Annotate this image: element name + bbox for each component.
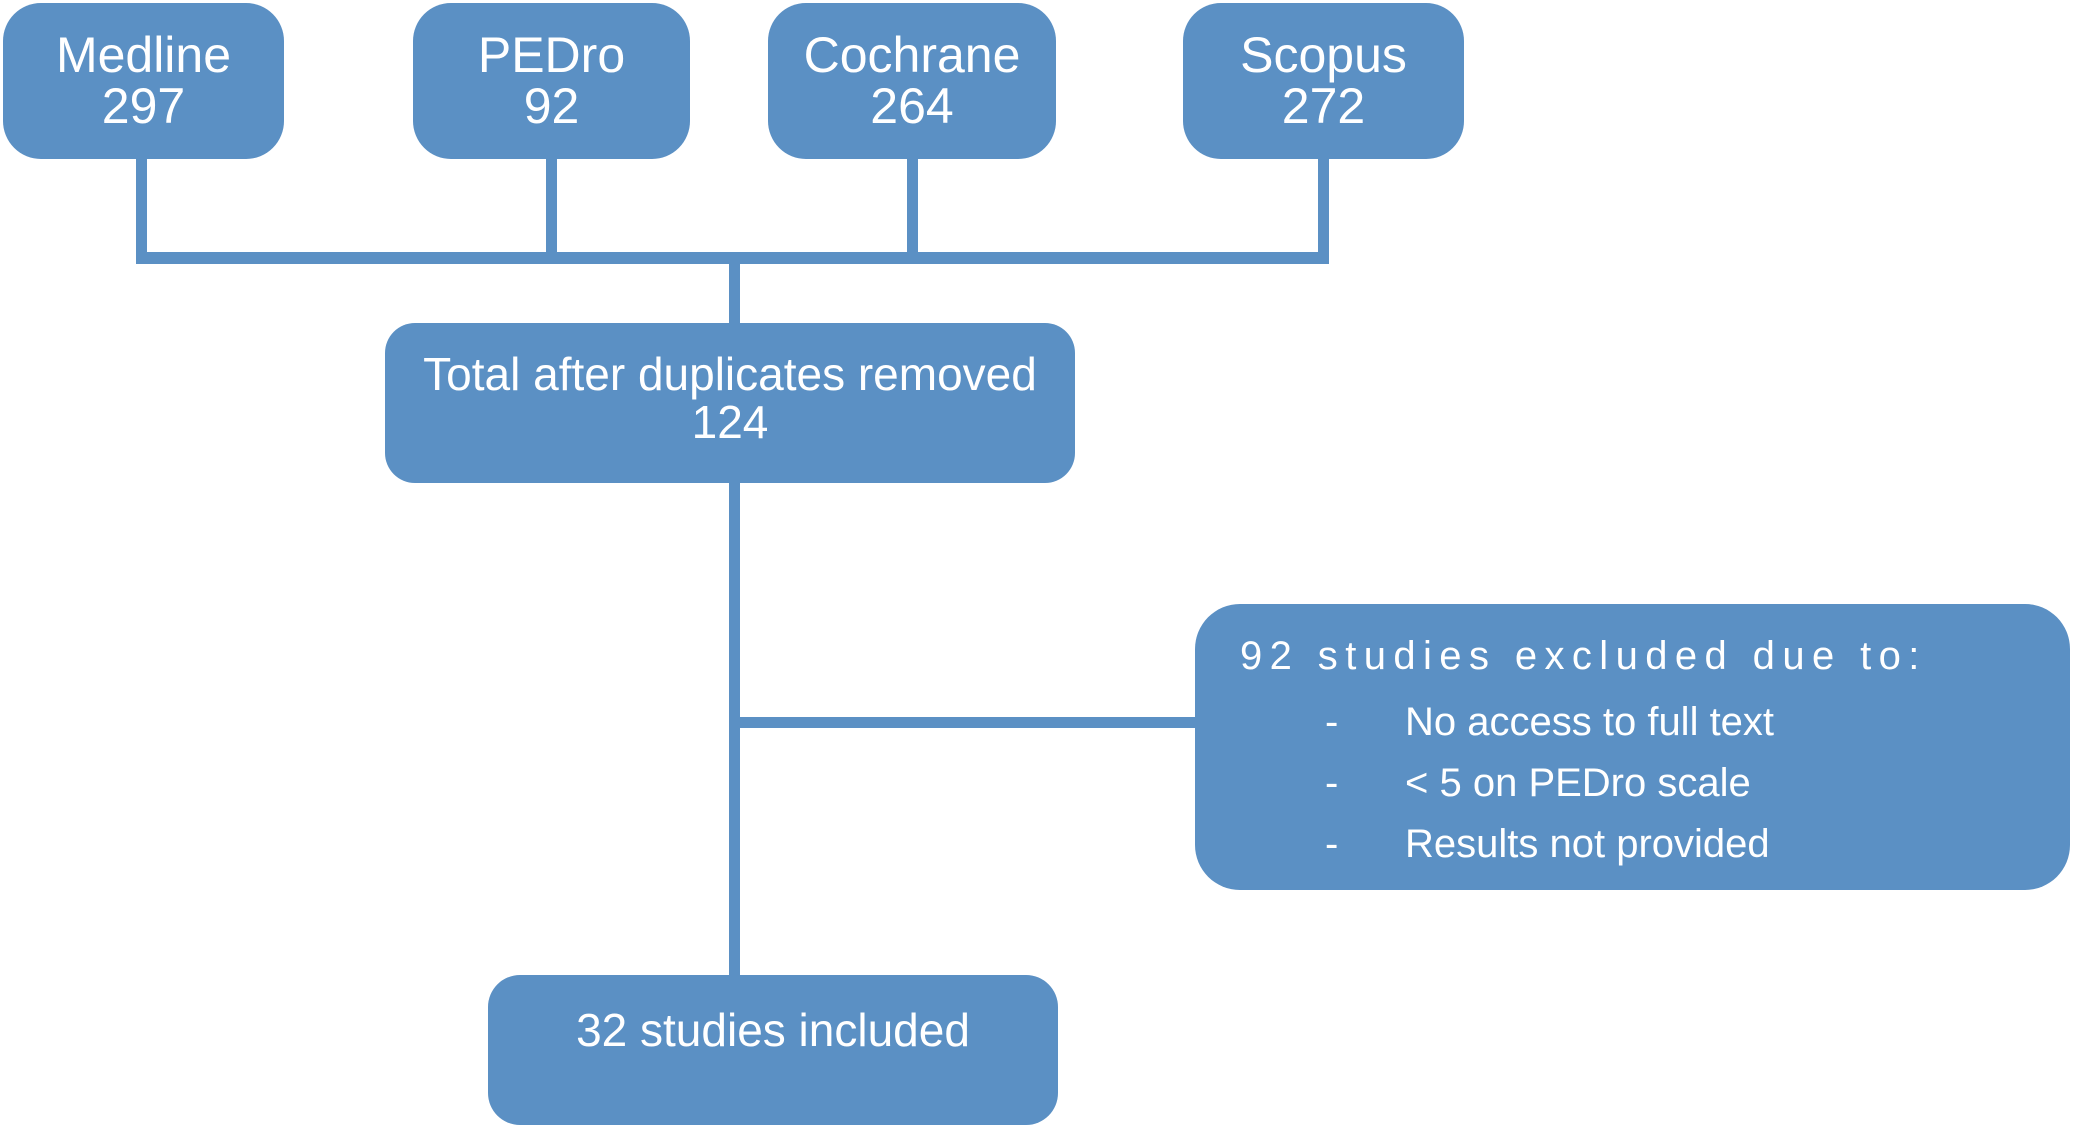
source-name: Medline — [55, 27, 232, 83]
connector-medline-stub — [136, 158, 147, 253]
bullet-dash: - — [1325, 700, 1339, 744]
connector-total-to-included — [729, 483, 740, 976]
bullet-dash: - — [1325, 761, 1339, 805]
excluded-reason-text: No access to full text — [1405, 700, 1775, 744]
connector-pedro-stub — [546, 158, 557, 253]
source-name: Scopus — [1240, 27, 1407, 83]
connector-collector-bar — [136, 252, 1329, 264]
source-name: PEDro — [477, 27, 626, 83]
included-studies-box: 32 studies included — [488, 975, 1058, 1125]
total-label: Total after duplicates removed — [423, 348, 1037, 400]
total-after-duplicates-box: Total after duplicates removed 124 — [385, 323, 1075, 483]
connector-branch-to-excluded — [735, 717, 1195, 728]
source-name: Cochrane — [803, 27, 1021, 83]
excluded-reason-item: - Results not provided — [1195, 814, 2070, 875]
connector-scopus-stub — [1318, 158, 1329, 253]
connector-cochrane-stub — [907, 158, 918, 253]
excluded-reason-text: < 5 on PEDro scale — [1405, 761, 1751, 805]
excluded-heading: 92 studies excluded due to: — [1240, 634, 1927, 678]
source-box-scopus: Scopus 272 — [1183, 3, 1464, 159]
source-box-medline: Medline 297 — [3, 3, 284, 159]
excluded-reason-item: - No access to full text — [1195, 692, 2070, 753]
source-count: 92 — [523, 78, 580, 134]
total-count: 124 — [691, 396, 769, 448]
excluded-reason-list: - No access to full text - < 5 on PEDro … — [1195, 692, 2070, 875]
included-label: 32 studies included — [576, 1004, 970, 1056]
source-count: 297 — [101, 78, 186, 134]
source-box-cochrane: Cochrane 264 — [768, 3, 1056, 159]
source-count: 264 — [870, 78, 954, 134]
connector-bar-to-total — [729, 263, 740, 324]
excluded-box: 92 studies excluded due to: - No access … — [1195, 604, 2070, 890]
excluded-reason-item: - < 5 on PEDro scale — [1195, 753, 2070, 814]
source-count: 272 — [1281, 78, 1366, 134]
excluded-reason-text: Results not provided — [1405, 822, 1770, 866]
source-box-pedro: PEDro 92 — [413, 3, 690, 159]
bullet-dash: - — [1325, 822, 1339, 866]
